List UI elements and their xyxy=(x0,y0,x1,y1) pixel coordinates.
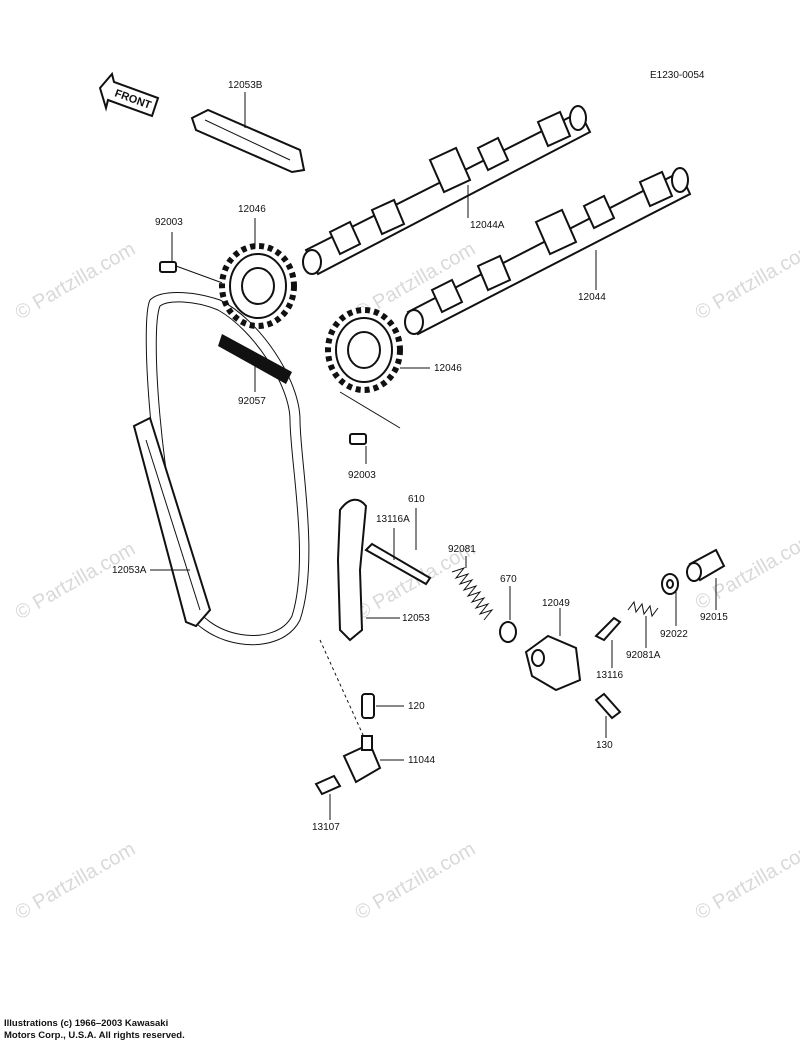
part-label: 92022 xyxy=(660,629,688,640)
part-label: 12053 xyxy=(402,613,430,624)
part-label: 11044 xyxy=(408,755,436,766)
part-label: 92057 xyxy=(238,396,266,407)
part-11044-bracket[interactable]: 11044 xyxy=(319,639,436,784)
part-92003-bolt-lower[interactable]: 92003 xyxy=(339,391,401,481)
part-120-bolt[interactable]: 120 xyxy=(361,693,425,719)
copyright-notice: Illustrations (c) 1966–2003 Kawasaki Mot… xyxy=(4,1018,264,1042)
part-label: 92015 xyxy=(700,612,728,623)
part-label: 130 xyxy=(596,740,613,751)
part-label: 92081A xyxy=(626,650,661,661)
part-label: 120 xyxy=(408,701,425,712)
part-130-bolt[interactable]: 130 xyxy=(594,692,622,751)
part-13116a-pin[interactable]: 13116A xyxy=(364,514,432,586)
part-92057-chain[interactable]: 92057 xyxy=(145,292,310,646)
part-label: 13116A xyxy=(376,514,410,525)
part-670-o-ring[interactable]: 670 xyxy=(499,574,517,643)
part-12053b-guide[interactable]: 12053B xyxy=(190,80,306,174)
watermark: © Partzilla.com xyxy=(12,238,140,324)
part-label: 92003 xyxy=(155,217,183,228)
copyright-line: Motors Corp., U.S.A. All rights reserved… xyxy=(4,1030,185,1041)
watermark: © Partzilla.com xyxy=(352,838,480,924)
front-arrow-icon: FRONT xyxy=(98,71,160,118)
part-label: 13107 xyxy=(312,822,340,833)
part-label: 92003 xyxy=(348,470,376,481)
part-610[interactable]: 610 xyxy=(408,494,425,550)
part-label: 13116 xyxy=(596,670,624,681)
diagram-code: E1230-0054 xyxy=(650,70,705,81)
part-12049-tensioner[interactable]: 12049 xyxy=(524,598,582,692)
part-label: 12053A xyxy=(112,565,147,576)
part-12044a-camshaft[interactable]: 12044A xyxy=(302,105,592,276)
part-12053a-guide[interactable]: 12053A xyxy=(112,416,212,628)
watermark: © Partzilla.com xyxy=(692,238,800,324)
part-label: 92081 xyxy=(448,544,476,555)
part-label: 12044A xyxy=(470,220,505,231)
part-92003-bolt-upper[interactable]: 92003 xyxy=(155,217,229,286)
part-12046-sprocket-upper[interactable]: 12046 xyxy=(219,204,297,329)
part-12046-sprocket-lower[interactable]: 12046 xyxy=(325,307,462,393)
part-13107-pin[interactable]: 13107 xyxy=(312,774,342,833)
part-92081a-spring[interactable]: 92081A xyxy=(626,600,661,661)
part-label: 12053B xyxy=(228,80,263,91)
watermark: © Partzilla.com xyxy=(12,838,140,924)
part-label: 12046 xyxy=(434,363,462,374)
watermark-layer: © Partzilla.com © Partzilla.com © Partzi… xyxy=(12,238,800,924)
part-12053-guide[interactable]: 12053 xyxy=(336,498,430,642)
copyright-line: Illustrations (c) 1966–2003 Kawasaki xyxy=(4,1018,169,1029)
watermark: © Partzilla.com xyxy=(692,838,800,924)
part-13116-rod[interactable]: 13116 xyxy=(594,616,624,681)
part-label: 12044 xyxy=(578,292,606,303)
part-label: 12046 xyxy=(238,204,266,215)
part-12044-camshaft[interactable]: 12044 xyxy=(404,167,692,336)
part-92081-spring[interactable]: 92081 xyxy=(448,544,494,621)
part-label: 670 xyxy=(500,574,517,585)
part-92015-nut[interactable]: 92015 xyxy=(686,548,728,623)
part-label: 610 xyxy=(408,494,425,505)
watermark: © Partzilla.com xyxy=(12,538,140,624)
part-92022-washer[interactable]: 92022 xyxy=(660,573,688,640)
part-label: 12049 xyxy=(542,598,570,609)
